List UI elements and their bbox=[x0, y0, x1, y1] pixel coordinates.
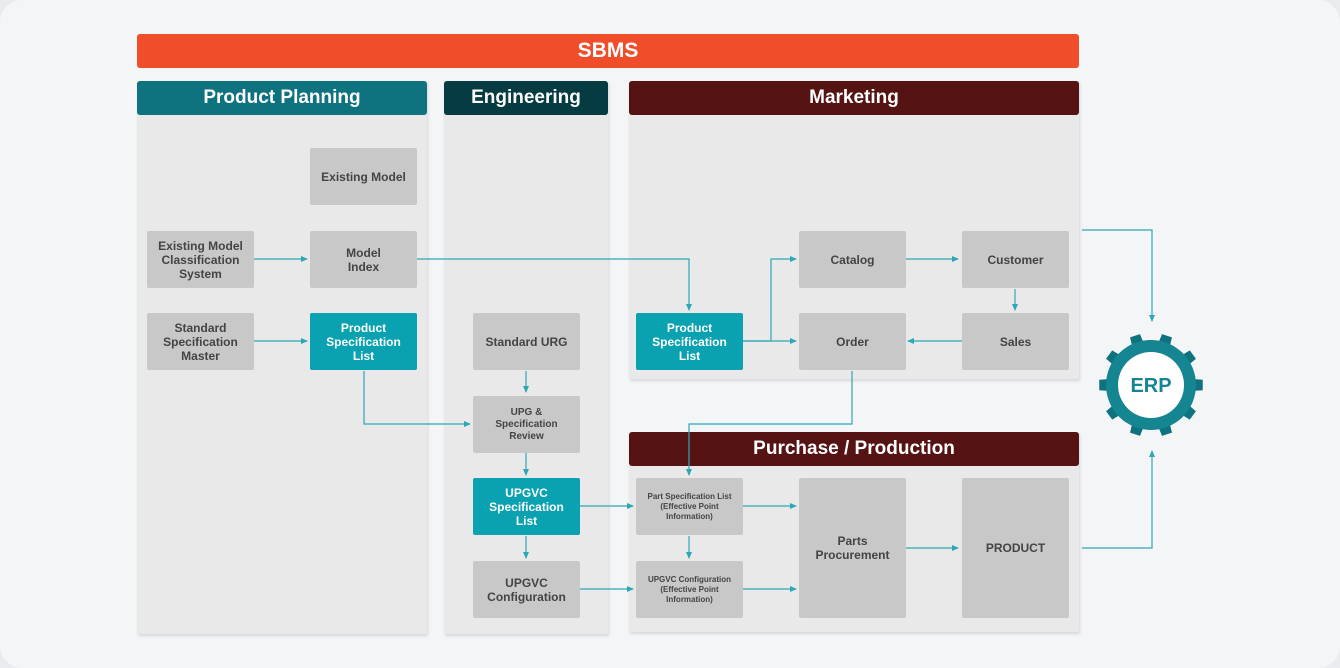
upgvc-spec-list-box: UPGVC Specification List bbox=[473, 478, 580, 535]
existing-model-classification-box: Existing Model Classification System bbox=[147, 231, 254, 288]
catalog-box: Catalog bbox=[799, 231, 906, 288]
upgvc-configuration-box: UPGVC Configuration bbox=[473, 561, 580, 618]
erp-gear-icon: ERP bbox=[1099, 334, 1203, 436]
engineering-header: Engineering bbox=[444, 81, 608, 115]
purchase-production-header: Purchase / Production bbox=[629, 432, 1079, 466]
standard-urg-box: Standard URG bbox=[473, 313, 580, 370]
model-index-box: Model Index bbox=[310, 231, 417, 288]
customer-box: Customer bbox=[962, 231, 1069, 288]
erp-label: ERP bbox=[1130, 375, 1171, 397]
product-spec-list-planning-box: Product Specification List bbox=[310, 313, 417, 370]
product-planning-header: Product Planning bbox=[137, 81, 427, 115]
parts-procurement-box: Parts Procurement bbox=[799, 478, 906, 618]
part-spec-list-box: Part Specification List (Effective Point… bbox=[636, 478, 743, 535]
sbms-banner: SBMS bbox=[137, 34, 1079, 68]
upg-spec-review-box: UPG & Specification Review bbox=[473, 396, 580, 453]
marketing-header: Marketing bbox=[629, 81, 1079, 115]
upgvc-config-epi-box: UPGVC Configuration (Effective Point Inf… bbox=[636, 561, 743, 618]
product-box: PRODUCT bbox=[962, 478, 1069, 618]
arrow-customer-to-erp bbox=[1082, 229, 1155, 322]
order-box: Order bbox=[799, 313, 906, 370]
existing-model-box: Existing Model bbox=[310, 148, 417, 205]
arrow-product-to-erp bbox=[1082, 450, 1155, 549]
standard-spec-master-box: Standard Specification Master bbox=[147, 313, 254, 370]
sales-box: Sales bbox=[962, 313, 1069, 370]
product-spec-list-marketing-box: Product Specification List bbox=[636, 313, 743, 370]
